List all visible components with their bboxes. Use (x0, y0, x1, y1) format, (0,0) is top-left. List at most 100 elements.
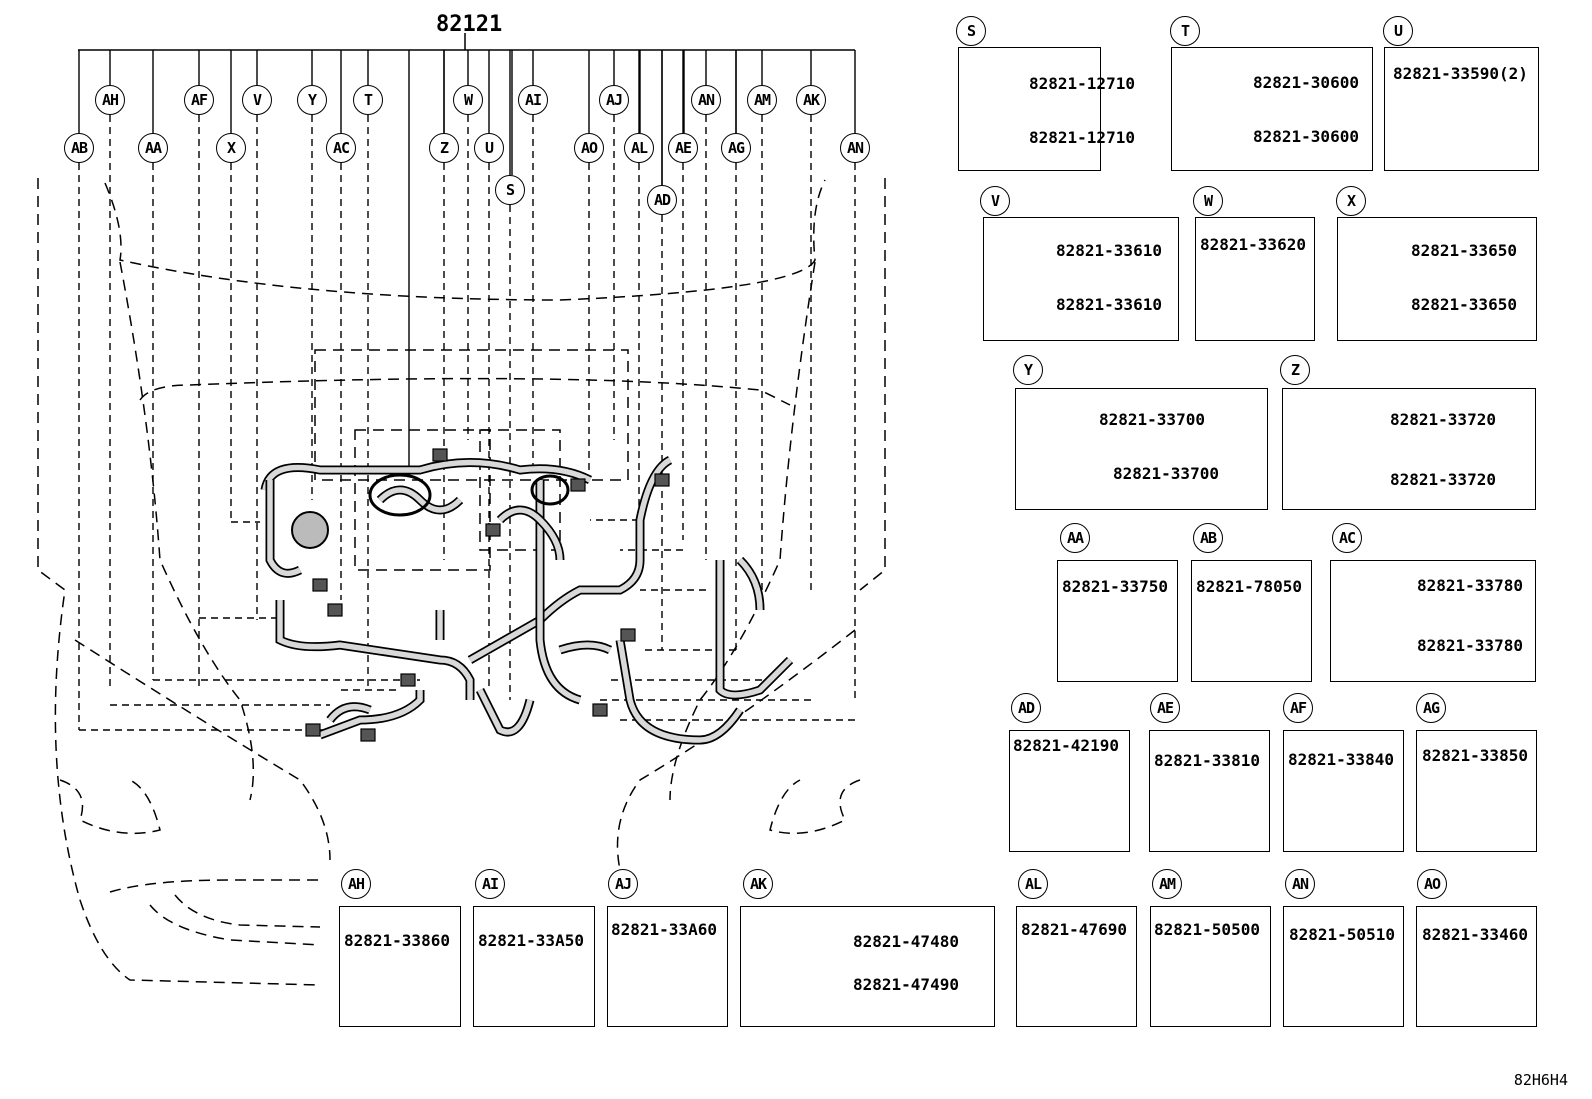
part-number-an-1[interactable]: 82821-50510 (1289, 925, 1395, 944)
part-box-ai (473, 906, 595, 1027)
callout-aa: AA (138, 133, 168, 163)
callout-t: T (353, 85, 383, 115)
box-callout-al: AL (1018, 869, 1048, 899)
box-callout-ae: AE (1150, 693, 1180, 723)
part-number-ai-1[interactable]: 82821-33A50 (478, 931, 584, 950)
callout-an: AN (840, 133, 870, 163)
callout-am: AM (747, 85, 777, 115)
box-callout-ab: AB (1193, 523, 1223, 553)
part-number-ad-1[interactable]: 82821-42190 (1013, 736, 1119, 755)
part-number-w-1[interactable]: 82821-33620 (1200, 235, 1306, 254)
part-number-ak-1[interactable]: 82821-47480 (853, 932, 959, 951)
part-box-ad (1009, 730, 1130, 852)
callout-an: AN (691, 85, 721, 115)
part-number-y-2[interactable]: 82821-33700 (1113, 464, 1219, 483)
part-number-s-2[interactable]: 82821-12710 (1029, 128, 1135, 147)
callout-aj: AJ (599, 85, 629, 115)
callout-z: Z (429, 133, 459, 163)
main-part-number: 82121 (436, 12, 503, 37)
part-box-an (1283, 906, 1404, 1027)
part-box-v (983, 217, 1179, 341)
part-number-af-1[interactable]: 82821-33840 (1288, 750, 1394, 769)
part-number-x-2[interactable]: 82821-33650 (1411, 295, 1517, 314)
part-number-u-1[interactable]: 82821-33590(2) (1393, 64, 1528, 83)
part-number-y-1[interactable]: 82821-33700 (1099, 410, 1205, 429)
part-number-ac-2[interactable]: 82821-33780 (1417, 636, 1523, 655)
part-box-ac (1330, 560, 1536, 682)
part-number-s-1[interactable]: 82821-12710 (1029, 74, 1135, 93)
part-number-z-1[interactable]: 82821-33720 (1390, 410, 1496, 429)
box-callout-aa: AA (1060, 523, 1090, 553)
box-callout-y: Y (1013, 355, 1043, 385)
part-box-y (1015, 388, 1268, 510)
part-number-ae-1[interactable]: 82821-33810 (1154, 751, 1260, 770)
part-box-ab (1191, 560, 1312, 682)
box-callout-ag: AG (1416, 693, 1446, 723)
box-callout-ak: AK (743, 869, 773, 899)
part-number-x-1[interactable]: 82821-33650 (1411, 241, 1517, 260)
callout-w: W (453, 85, 483, 115)
box-callout-ah: AH (341, 869, 371, 899)
part-number-aa-1[interactable]: 82821-33750 (1062, 577, 1168, 596)
callout-x: X (216, 133, 246, 163)
box-callout-u: U (1383, 16, 1413, 46)
part-number-ac-1[interactable]: 82821-33780 (1417, 576, 1523, 595)
callout-v: V (242, 85, 272, 115)
callout-ad: AD (647, 185, 677, 215)
box-callout-an: AN (1285, 869, 1315, 899)
box-callout-ai: AI (475, 869, 505, 899)
box-callout-am: AM (1152, 869, 1182, 899)
part-box-z (1282, 388, 1536, 510)
box-callout-x: X (1336, 186, 1366, 216)
part-number-ab-1[interactable]: 82821-78050 (1196, 577, 1302, 596)
box-callout-v: V (980, 186, 1010, 216)
part-number-v-2[interactable]: 82821-33610 (1056, 295, 1162, 314)
box-callout-w: W (1193, 186, 1223, 216)
part-number-t-2[interactable]: 82821-30600 (1253, 127, 1359, 146)
part-number-v-1[interactable]: 82821-33610 (1056, 241, 1162, 260)
part-box-s (958, 47, 1101, 171)
box-callout-ao: AO (1417, 869, 1447, 899)
box-callout-af: AF (1283, 693, 1313, 723)
part-box-ao (1416, 906, 1537, 1027)
part-number-z-2[interactable]: 82821-33720 (1390, 470, 1496, 489)
box-callout-t: T (1170, 16, 1200, 46)
footer-code: 82H6H4 (1513, 1071, 1568, 1089)
box-callout-ad: AD (1011, 693, 1041, 723)
callout-ai: AI (518, 85, 548, 115)
callout-ag: AG (721, 133, 751, 163)
part-box-t (1171, 47, 1373, 171)
part-box-u (1384, 47, 1539, 171)
part-number-ak-2[interactable]: 82821-47490 (853, 975, 959, 994)
callout-ae: AE (668, 133, 698, 163)
part-box-ah (339, 906, 461, 1027)
part-number-aj-1[interactable]: 82821-33A60 (611, 920, 717, 939)
callout-y: Y (297, 85, 327, 115)
part-box-ag (1416, 730, 1537, 852)
part-number-ah-1[interactable]: 82821-33860 (344, 931, 450, 950)
callout-ac: AC (326, 133, 356, 163)
part-number-ao-1[interactable]: 82821-33460 (1422, 925, 1528, 944)
part-box-aa (1057, 560, 1178, 682)
part-box-x (1337, 217, 1537, 341)
box-callout-aj: AJ (608, 869, 638, 899)
part-box-al (1016, 906, 1137, 1027)
callout-u: U (474, 133, 504, 163)
box-callout-z: Z (1280, 355, 1310, 385)
part-number-am-1[interactable]: 82821-50500 (1154, 920, 1260, 939)
part-number-ag-1[interactable]: 82821-33850 (1422, 746, 1528, 765)
part-number-al-1[interactable]: 82821-47690 (1021, 920, 1127, 939)
box-callout-ac: AC (1332, 523, 1362, 553)
callout-al: AL (624, 133, 654, 163)
part-box-ak (740, 906, 995, 1027)
part-box-ae (1149, 730, 1270, 852)
box-callout-s: S (956, 16, 986, 46)
part-box-am (1150, 906, 1271, 1027)
part-box-w (1195, 217, 1315, 341)
callout-ak: AK (796, 85, 826, 115)
callout-ao: AO (574, 133, 604, 163)
callout-ah: AH (95, 85, 125, 115)
callout-s: S (495, 175, 525, 205)
part-number-t-1[interactable]: 82821-30600 (1253, 73, 1359, 92)
